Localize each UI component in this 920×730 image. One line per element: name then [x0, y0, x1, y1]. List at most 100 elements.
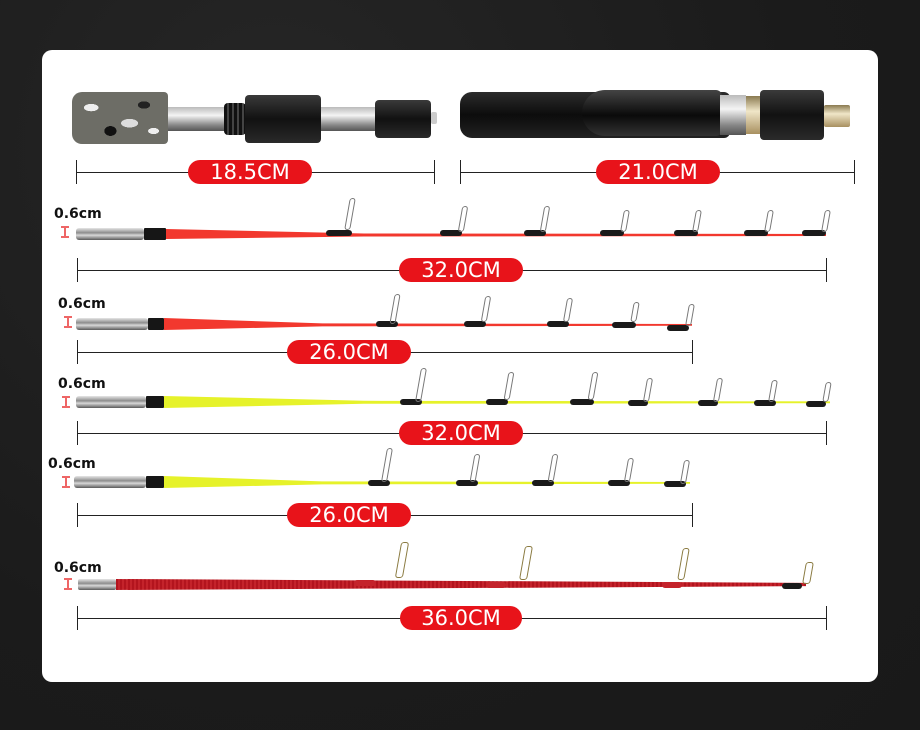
guide-icon — [600, 230, 624, 236]
measure-tick-right — [692, 340, 693, 364]
diameter-marker-icon — [64, 578, 72, 590]
camo-grip — [72, 92, 168, 144]
length-badge: 26.0CM — [287, 340, 411, 364]
length-badge: 32.0CM — [399, 258, 523, 282]
trigger-seat — [582, 90, 722, 136]
guide-ring-icon — [677, 548, 690, 580]
steel-shaft-2 — [321, 107, 377, 131]
guide-icon — [698, 400, 718, 406]
tip-ferrule — [76, 318, 148, 330]
guide-icon — [354, 580, 376, 586]
guide-icon — [524, 230, 546, 236]
measure-tick-right — [826, 258, 827, 282]
diameter-label: 0.6cm — [48, 456, 96, 472]
guide-ring-icon — [503, 372, 515, 400]
measure-tick-right — [692, 503, 693, 527]
rod-blank — [166, 229, 826, 239]
guide-ring-icon — [620, 210, 630, 232]
guide-ring-icon — [692, 210, 702, 232]
guide-icon — [667, 325, 689, 331]
gold-ring — [746, 96, 760, 134]
guide-ring-icon — [587, 372, 599, 400]
measure-tick-right — [854, 160, 855, 184]
guide-ring-icon — [822, 382, 832, 402]
guide-ring-icon — [679, 460, 691, 484]
tip-collar — [144, 228, 166, 240]
guide-icon — [754, 400, 776, 406]
guide-icon — [486, 582, 506, 588]
guide-ring-icon — [519, 546, 533, 580]
tip-ferrule — [78, 579, 116, 590]
tip-ferrule — [76, 228, 144, 240]
ferrule-tip — [431, 112, 437, 124]
guide-icon — [806, 401, 826, 407]
guide-icon — [440, 230, 462, 236]
guide-ring-icon — [623, 458, 635, 482]
diameter-marker-icon — [64, 316, 72, 328]
guide-icon — [570, 399, 594, 405]
guide-ring-icon — [764, 210, 774, 232]
guide-ring-icon — [469, 454, 481, 482]
guide-icon — [628, 400, 648, 406]
length-badge: 21.0CM — [596, 160, 720, 184]
guide-ring-icon — [547, 454, 559, 482]
guide-ring-icon — [642, 378, 654, 402]
steel-shaft — [168, 107, 228, 131]
tip-collar — [146, 476, 164, 488]
brass-ferrule — [824, 105, 850, 127]
diameter-marker-icon — [62, 396, 70, 408]
guide-icon — [400, 399, 422, 405]
guide-ring-icon — [539, 206, 551, 232]
guide-icon — [612, 322, 636, 328]
guide-icon — [782, 583, 802, 589]
guide-icon — [368, 480, 390, 486]
guide-icon — [486, 399, 508, 405]
diameter-label: 0.6cm — [58, 376, 106, 392]
guide-ring-icon — [768, 380, 778, 402]
guide-ring-icon — [562, 298, 574, 322]
length-badge: 36.0CM — [400, 606, 522, 630]
eva-fore-grip — [760, 90, 824, 140]
guide-icon — [608, 480, 630, 486]
guide-ring-icon — [802, 562, 814, 584]
guide-ring-icon — [394, 542, 410, 578]
guide-icon — [662, 582, 682, 588]
tip-ferrule — [76, 396, 146, 408]
guide-icon — [532, 480, 554, 486]
diameter-marker-icon — [62, 476, 70, 488]
guide-ring-icon — [344, 198, 356, 230]
tip-ferrule — [74, 476, 146, 488]
measure-tick-right — [826, 606, 827, 630]
camo-handle-image — [42, 50, 462, 160]
guide-icon — [744, 230, 768, 236]
guide-icon — [464, 321, 486, 327]
diameter-label: 0.6cm — [54, 560, 102, 576]
guide-ring-icon — [821, 210, 831, 232]
length-badge: 18.5CM — [188, 160, 312, 184]
guide-ring-icon — [630, 302, 640, 322]
guide-icon — [802, 230, 826, 236]
diameter-label: 0.6cm — [54, 206, 102, 222]
guide-ring-icon — [712, 378, 724, 402]
reel-seat-nut — [245, 95, 321, 143]
guide-icon — [456, 480, 478, 486]
length-badge: 32.0CM — [399, 421, 523, 445]
guide-ring-icon — [415, 368, 427, 402]
reel-seat-thread — [224, 103, 246, 135]
tip-collar — [146, 396, 164, 408]
guide-ring-icon — [389, 294, 401, 324]
guide-icon — [547, 321, 569, 327]
guide-icon — [674, 230, 698, 236]
measure-tick-right — [826, 421, 827, 445]
rod-blank — [116, 579, 806, 590]
locking-ring — [720, 95, 746, 135]
fore-grip — [375, 100, 431, 138]
measure-tick-right — [434, 160, 435, 184]
guide-icon — [326, 230, 352, 236]
guide-icon — [664, 481, 686, 487]
guide-ring-icon — [685, 304, 695, 326]
diameter-label: 0.6cm — [58, 296, 106, 312]
guide-ring-icon — [480, 296, 492, 322]
guide-ring-icon — [457, 206, 469, 232]
guide-icon — [376, 321, 398, 327]
